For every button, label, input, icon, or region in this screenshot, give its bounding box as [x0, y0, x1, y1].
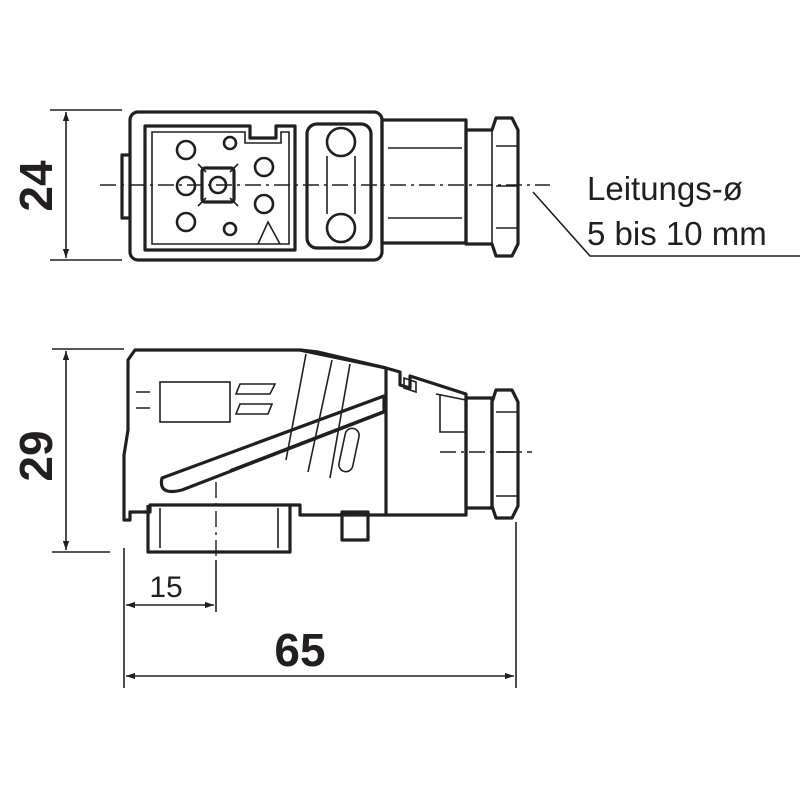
top-view: [100, 110, 550, 262]
dimension-29: 29: [10, 348, 124, 553]
cable-note-leader: [532, 191, 800, 257]
pin-5: [253, 193, 275, 215]
gland-nut-side-lines: [496, 411, 518, 497]
face-key-notch: [257, 220, 281, 245]
side-pin-block: [146, 505, 292, 554]
dim-29-label: 29: [10, 430, 62, 481]
gland-body-side: [464, 396, 494, 510]
gland-nut-side: [490, 388, 520, 520]
pin-1: [175, 139, 197, 161]
dim-15-label: 15: [149, 571, 182, 604]
pin-face-inner: [151, 131, 290, 245]
side-top-rib: [299, 348, 387, 370]
cable-note-line2: 5 bis 10 mm: [587, 215, 767, 252]
side-label-window: [159, 381, 231, 423]
screw-pocket: [305, 122, 373, 250]
earth-contact-corners: [197, 163, 239, 207]
gland-nut-lines: [491, 130, 518, 244]
cable-note-line1: Leitungs-ø: [587, 170, 743, 207]
dim-24-label: 24: [10, 160, 62, 212]
dimension-15: 15: [123, 548, 217, 688]
side-label-slots: [136, 383, 277, 415]
dimension-65: 65: [126, 522, 517, 688]
dim-65-label: 65: [274, 624, 325, 676]
pin-face-frame: [143, 124, 297, 252]
pin-2: [175, 175, 197, 197]
cable-note: Leitungs-ø 5 bis 10 mm: [532, 170, 800, 257]
pin-3: [175, 211, 197, 233]
side-foot: [340, 510, 370, 542]
dimension-24: 24: [10, 109, 122, 261]
side-pin-block-detail: [159, 508, 279, 548]
pin-small-top: [222, 135, 238, 151]
side-rib-lines: [285, 353, 351, 479]
side-diagonal-guide: [159, 394, 386, 494]
side-neck: [385, 366, 468, 517]
pin-small-bottom: [222, 221, 238, 237]
screw-hole-bottom: [325, 212, 357, 244]
pin-4: [253, 156, 275, 178]
screw-hole-top: [325, 126, 357, 158]
gland-body-lines: [388, 147, 462, 219]
gland-nut-top: [464, 116, 520, 258]
side-guide-inner: [229, 409, 387, 471]
side-view: [122, 348, 532, 560]
side-slot-1: [338, 427, 360, 473]
top-left-tab: [120, 153, 130, 220]
gland-body-top: [380, 118, 468, 245]
side-housing: [122, 348, 388, 522]
side-neck-detail: [403, 376, 467, 433]
